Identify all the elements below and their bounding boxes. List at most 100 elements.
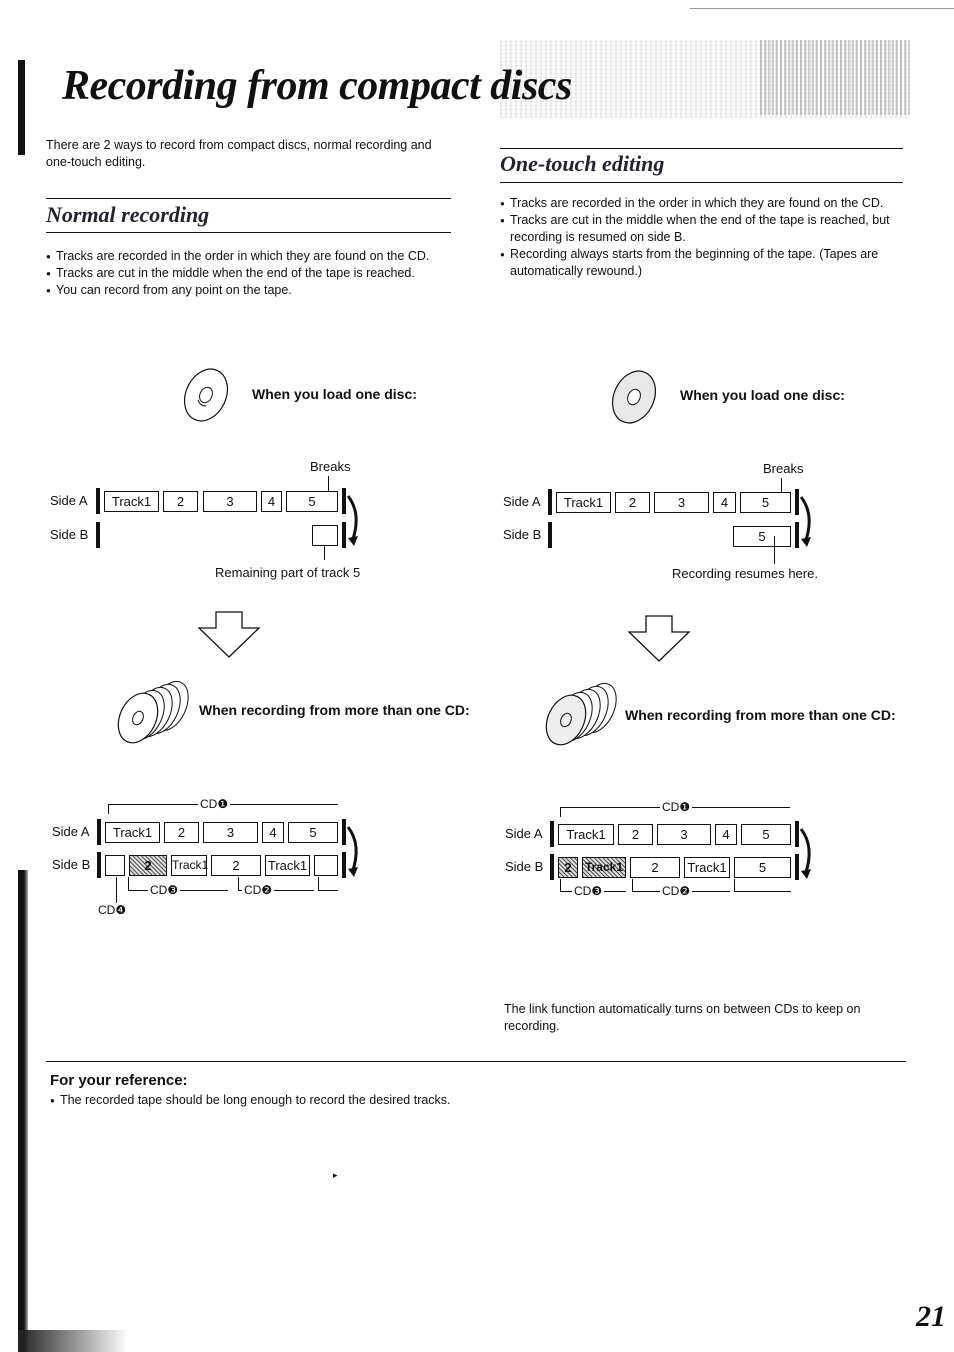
multiple-cds-icon (117, 680, 189, 744)
track-cell: 3 (203, 822, 258, 843)
cd4-leader (116, 877, 117, 903)
track-cell: Track1 (171, 855, 208, 876)
reference-bullets: The recorded tape should be long enough … (50, 1092, 460, 1109)
tape-end-marker (795, 854, 799, 880)
track-cell: 5 (288, 822, 338, 843)
track-cell: Track1 (582, 857, 626, 878)
cd2-bracket (238, 890, 314, 891)
list-item: Tracks are recorded in the order in whic… (46, 248, 461, 265)
normal-side-b-label: Side B (50, 527, 89, 542)
track-cell: Track1 (105, 822, 160, 843)
tape-start-marker (550, 821, 554, 847)
tape-start-marker (548, 489, 552, 515)
reference-heading: For your reference: (50, 1072, 188, 1089)
intro-text: There are 2 ways to record from compact … (46, 138, 432, 169)
track-cell: 3 (203, 491, 257, 512)
onetouch-resumes-label: Recording resumes here. (672, 566, 818, 581)
cd3-label: CD❸ (148, 883, 181, 897)
cd3-label: CD❸ (572, 884, 605, 898)
track-cell: 2 (211, 855, 261, 876)
normal-one-disc-caption: When you load one disc: (252, 386, 417, 402)
top-rule (690, 8, 954, 9)
resume-leader (774, 536, 775, 564)
list-item: The recorded tape should be long enough … (50, 1092, 460, 1109)
turnaround-arrow-icon (799, 496, 811, 547)
cd-disc-icon (611, 370, 657, 424)
normal-heading: Normal recording (46, 202, 210, 227)
left-edge-mark (18, 60, 25, 155)
onetouch-side-a-label: Side A (503, 494, 541, 509)
cd2-label: CD❷ (660, 884, 693, 898)
cd1-bracket-end-b (734, 879, 735, 892)
onetouch-multi-side-b-label: Side B (505, 859, 544, 874)
tape-start-marker (96, 522, 100, 548)
cd1-bracket-end (560, 807, 561, 817)
onetouch-multi-caption: When recording from more than one CD: (625, 707, 896, 723)
track-cell: 3 (654, 492, 709, 513)
list-item: Tracks are recorded in the order in whic… (500, 195, 910, 212)
onetouch-rule-bottom (500, 182, 903, 183)
normal-multi-side-b-label: Side B (52, 857, 91, 872)
onetouch-bullets: Tracks are recorded in the order in whic… (500, 195, 910, 280)
track-cell: 2 (630, 857, 680, 878)
cd1-label: CD❶ (660, 800, 693, 814)
onetouch-heading: One-touch editing (500, 151, 665, 176)
tape-start-marker (96, 488, 100, 514)
tape-end-marker (795, 489, 799, 515)
remaining-leader (324, 546, 325, 560)
tape-start-marker (97, 852, 101, 878)
track-cell: 2 (615, 492, 650, 513)
bottom-scan-shadow (18, 1330, 128, 1352)
track-cell: Track1 (104, 491, 159, 512)
normal-remaining-label: Remaining part of track 5 (215, 565, 361, 580)
track-cell: 2 (618, 824, 653, 845)
page-title: Recording from compact discs (62, 63, 572, 109)
track-cell: 2 (164, 822, 199, 843)
normal-multi-side-a-label: Side A (52, 824, 90, 839)
cd1-bracket-end-b (318, 877, 319, 891)
cd-disc-icon (183, 368, 229, 422)
tape-end-marker (342, 522, 346, 548)
track-cell: 4 (715, 824, 737, 845)
tape-end-marker (342, 819, 346, 845)
track-cell: Track1 (556, 492, 611, 513)
normal-rule-top (46, 198, 451, 199)
cd1-bracket-tail (318, 890, 338, 891)
cd1-label: CD❶ (198, 797, 231, 811)
onetouch-rule-top (500, 148, 903, 149)
link-note: The link function automatically turns on… (504, 1002, 861, 1033)
track-cell: Track1 (558, 824, 614, 845)
title-halftone-dark (760, 40, 910, 115)
cd2-bracket-start (238, 877, 239, 891)
track-cell: 3 (657, 824, 711, 845)
list-item: You can record from any point on the tap… (46, 282, 461, 299)
turnaround-arrow-icon (346, 495, 358, 546)
reference-rule (46, 1061, 906, 1062)
turnaround-arrow-icon (799, 828, 811, 879)
track-cell: 2 (129, 855, 167, 876)
normal-multi-caption: When recording from more than one CD: (199, 702, 470, 718)
cd2-label: CD❷ (242, 883, 275, 897)
track-cell: 5 (733, 526, 791, 547)
onetouch-side-b-label: Side B (503, 527, 542, 542)
cd3-bracket-start (560, 879, 561, 892)
stray-mark: ▸ (333, 1170, 338, 1180)
tape-end-marker (795, 522, 799, 548)
onetouch-breaks-label: Breaks (763, 461, 804, 476)
tape-start-marker (97, 819, 101, 845)
tape-end-marker (795, 821, 799, 847)
page-number: 21 (916, 1300, 946, 1333)
tape-start-marker (548, 522, 552, 548)
tape-end-marker (342, 852, 346, 878)
track-cell: 5 (286, 491, 338, 512)
left-edge-scan-shadow (18, 870, 28, 1352)
breaks-leader (328, 476, 329, 494)
turnaround-arrow-icon (346, 826, 358, 877)
list-item: Recording always starts from the beginni… (500, 246, 910, 280)
track-cell: 5 (740, 492, 791, 513)
list-item: Tracks are cut in the middle when the en… (46, 265, 461, 282)
down-arrow-icon (197, 611, 261, 658)
track-cell: 5 (734, 857, 791, 878)
track-cell: Track1 (265, 855, 310, 876)
normal-side-a-label: Side A (50, 493, 88, 508)
